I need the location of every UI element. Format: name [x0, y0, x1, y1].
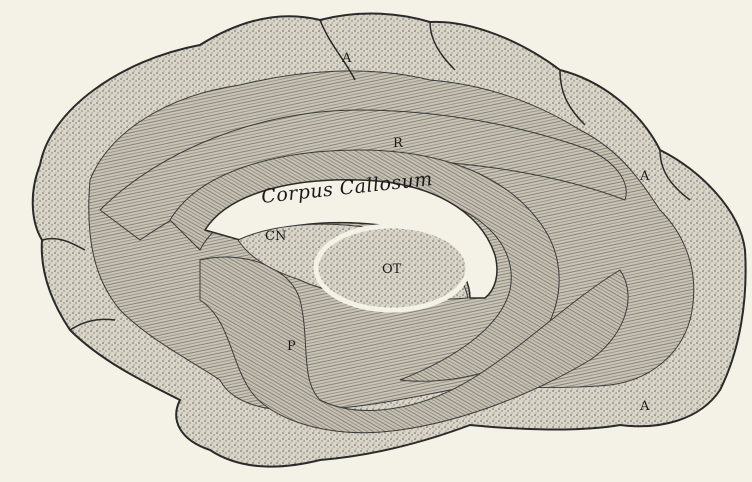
label-a-right-upper: A	[639, 169, 650, 184]
label-p: P	[287, 339, 296, 354]
label-r: R	[393, 136, 404, 151]
label-a-top: A	[341, 51, 352, 66]
label-ot: OT	[382, 262, 402, 277]
label-a-right-lower: A	[639, 399, 650, 414]
label-cn: CN	[265, 229, 286, 244]
